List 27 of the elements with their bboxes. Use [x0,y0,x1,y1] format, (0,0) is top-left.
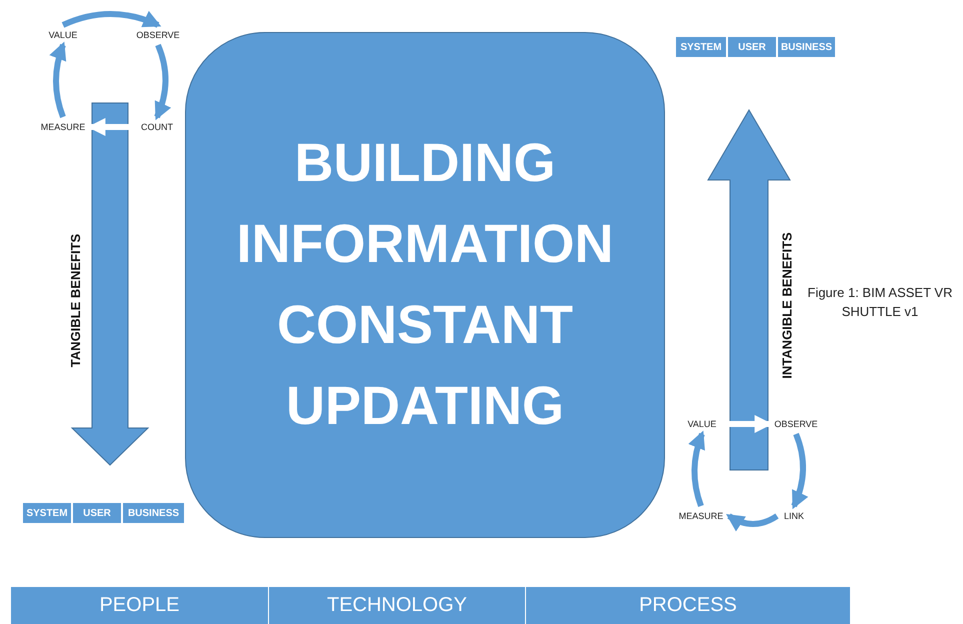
category-tag: BUSINESS [122,502,185,524]
cycle-step-label: VALUE [683,417,721,431]
cycle-arrow [726,513,779,532]
cycle-step-label: LINK [780,509,808,523]
category-tag: BUSINESS [777,36,836,58]
cycle-step-label: MEASURE [676,509,726,523]
cycle-step-label: OBSERVE [772,417,820,431]
category-band: PROCESS [525,587,850,624]
category-tag: USER [72,502,122,524]
category-tag: SYSTEM [22,502,72,524]
cycle-arrow [791,432,808,510]
cycle-arrow [154,44,171,120]
category-tag: USER [727,36,777,58]
cycle-step-label: OBSERVE [133,28,183,42]
figure-caption: Figure 1: BIM ASSET VR SHUTTLE v1 [806,284,954,321]
axis-label: INTANGIBLE BENEFITS [780,232,795,378]
cycle-step-label: MEASURE [38,120,88,134]
cycle-arrow [50,42,67,118]
cycle-arrow [62,11,162,28]
category-tag: SYSTEM [675,36,727,58]
rounded-box: BUILDING INFORMATION CONSTANT UPDATING [185,32,665,538]
cycle-arrow [688,430,706,507]
cycle-step-label: COUNT [138,120,176,134]
category-band: TECHNOLOGY [268,587,525,624]
axis-label: TANGIBLE BENEFITS [68,233,83,367]
cycle-step-label: VALUE [43,28,83,42]
category-band: PEOPLE [10,587,268,624]
